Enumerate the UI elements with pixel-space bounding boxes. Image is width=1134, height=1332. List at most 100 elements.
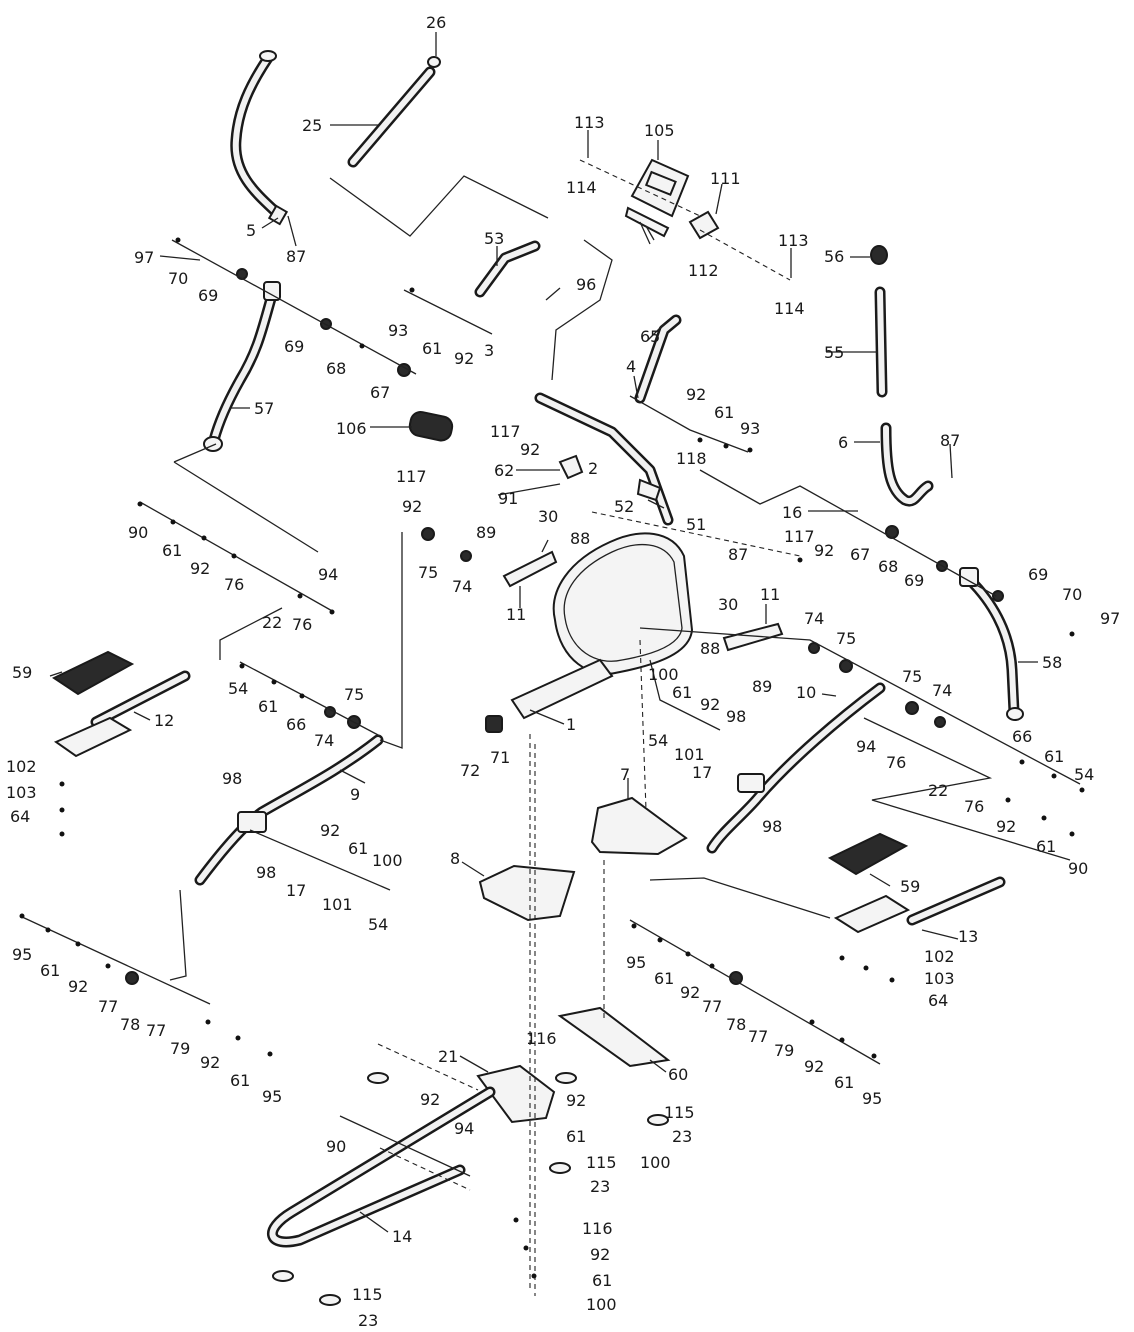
callout-label: 6 <box>838 433 848 452</box>
callout-label: 92 <box>700 695 720 714</box>
callout-label: 21 <box>438 1047 458 1066</box>
callout-label: 79 <box>170 1039 190 1058</box>
callout-label: 67 <box>850 545 870 564</box>
callout-label: 93 <box>740 419 760 438</box>
callout-label: 97 <box>1100 609 1120 628</box>
callout-labels: 26 25 113 105 114 111 113 112 114 56 55 … <box>6 13 1120 1330</box>
callout-label: 61 <box>1036 837 1056 856</box>
callout-label: 76 <box>886 753 906 772</box>
callout-label: 71 <box>490 748 510 767</box>
callout-label: 92 <box>804 1057 824 1076</box>
callout-label: 94 <box>856 737 876 756</box>
console-part <box>624 158 720 245</box>
callout-label: 62 <box>494 461 514 480</box>
callout-label: 114 <box>566 178 597 197</box>
callout-label: 95 <box>626 953 646 972</box>
callout-label: 106 <box>336 419 367 438</box>
callout-label: 64 <box>10 807 30 826</box>
callout-label: 30 <box>718 595 738 614</box>
callout-label: 92 <box>686 385 706 404</box>
callout-label: 111 <box>710 169 741 188</box>
callout-label: 57 <box>254 399 274 418</box>
callout-label: 115 <box>352 1285 383 1304</box>
foot-plate-part <box>478 796 688 922</box>
callout-label: 92 <box>402 497 422 516</box>
callout-label: 74 <box>314 731 334 750</box>
callout-label: 61 <box>258 697 278 716</box>
callout-label: 95 <box>12 945 32 964</box>
callout-label: 52 <box>614 497 634 516</box>
callout-label: 92 <box>420 1090 440 1109</box>
callout-label: 116 <box>526 1029 557 1048</box>
callout-label: 65 <box>640 327 660 346</box>
callout-label: 74 <box>452 577 472 596</box>
callout-label: 60 <box>668 1065 688 1084</box>
callout-label: 74 <box>804 609 824 628</box>
callout-label: 5 <box>246 221 256 240</box>
callout-label: 61 <box>1044 747 1064 766</box>
right-upper-handlebar-part <box>870 245 934 507</box>
callout-label: 56 <box>824 247 844 266</box>
callout-label: 70 <box>1062 585 1082 604</box>
callout-label: 114 <box>774 299 805 318</box>
callout-label: 100 <box>372 851 403 870</box>
callout-label: 95 <box>262 1087 282 1106</box>
callout-label: 74 <box>932 681 952 700</box>
callout-label: 113 <box>574 113 605 132</box>
callout-label: 97 <box>134 248 154 267</box>
callout-label: 61 <box>162 541 182 560</box>
callout-label: 61 <box>348 839 368 858</box>
callout-label: 117 <box>396 467 427 486</box>
callout-label: 87 <box>940 431 960 450</box>
callout-label: 93 <box>388 321 408 340</box>
callout-label: 92 <box>814 541 834 560</box>
callout-label: 102 <box>924 947 955 966</box>
callout-label: 91 <box>498 489 518 508</box>
tension-knob-part <box>408 410 454 442</box>
callout-label: 68 <box>326 359 346 378</box>
callout-label: 92 <box>590 1245 610 1264</box>
callout-label: 30 <box>538 507 558 526</box>
callout-label: 98 <box>222 769 242 788</box>
callout-label: 92 <box>320 821 340 840</box>
callout-label: 92 <box>996 817 1016 836</box>
callout-label: 101 <box>322 895 353 914</box>
callout-label: 67 <box>370 383 390 402</box>
callout-label: 54 <box>368 915 388 934</box>
frame-column-part <box>474 240 682 526</box>
callout-label: 95 <box>862 1089 882 1108</box>
callout-label: 90 <box>128 523 148 542</box>
callout-label: 87 <box>286 247 306 266</box>
callout-label: 68 <box>878 557 898 576</box>
callout-label: 90 <box>326 1137 346 1156</box>
callout-label: 102 <box>6 757 37 776</box>
callout-label: 87 <box>728 545 748 564</box>
callout-label: 89 <box>752 677 772 696</box>
callout-label: 89 <box>476 523 496 542</box>
callout-label: 54 <box>1074 765 1094 784</box>
callout-label: 94 <box>318 565 338 584</box>
callout-label: 23 <box>672 1127 692 1146</box>
callout-label: 92 <box>68 977 88 996</box>
callout-label: 115 <box>664 1103 695 1122</box>
callout-label: 51 <box>686 515 706 534</box>
callout-label: 92 <box>454 349 474 368</box>
callout-label: 79 <box>774 1041 794 1060</box>
callout-label: 61 <box>592 1271 612 1290</box>
callout-label: 92 <box>680 983 700 1002</box>
callout-label: 22 <box>928 781 948 800</box>
callout-label: 22 <box>262 613 282 632</box>
callout-label: 61 <box>654 969 674 988</box>
assembly-lines <box>19 159 1081 1296</box>
callout-label: 112 <box>688 261 719 280</box>
callout-label: 116 <box>582 1219 613 1238</box>
callout-label: 3 <box>484 341 494 360</box>
callout-label: 69 <box>198 286 218 305</box>
pivot-hardware <box>125 268 1004 985</box>
callout-label: 76 <box>292 615 312 634</box>
callout-label: 8 <box>450 849 460 868</box>
callout-label: 77 <box>702 997 722 1016</box>
callout-label: 10 <box>796 683 816 702</box>
crank-arm-part <box>502 550 784 652</box>
callout-label: 117 <box>490 422 521 441</box>
